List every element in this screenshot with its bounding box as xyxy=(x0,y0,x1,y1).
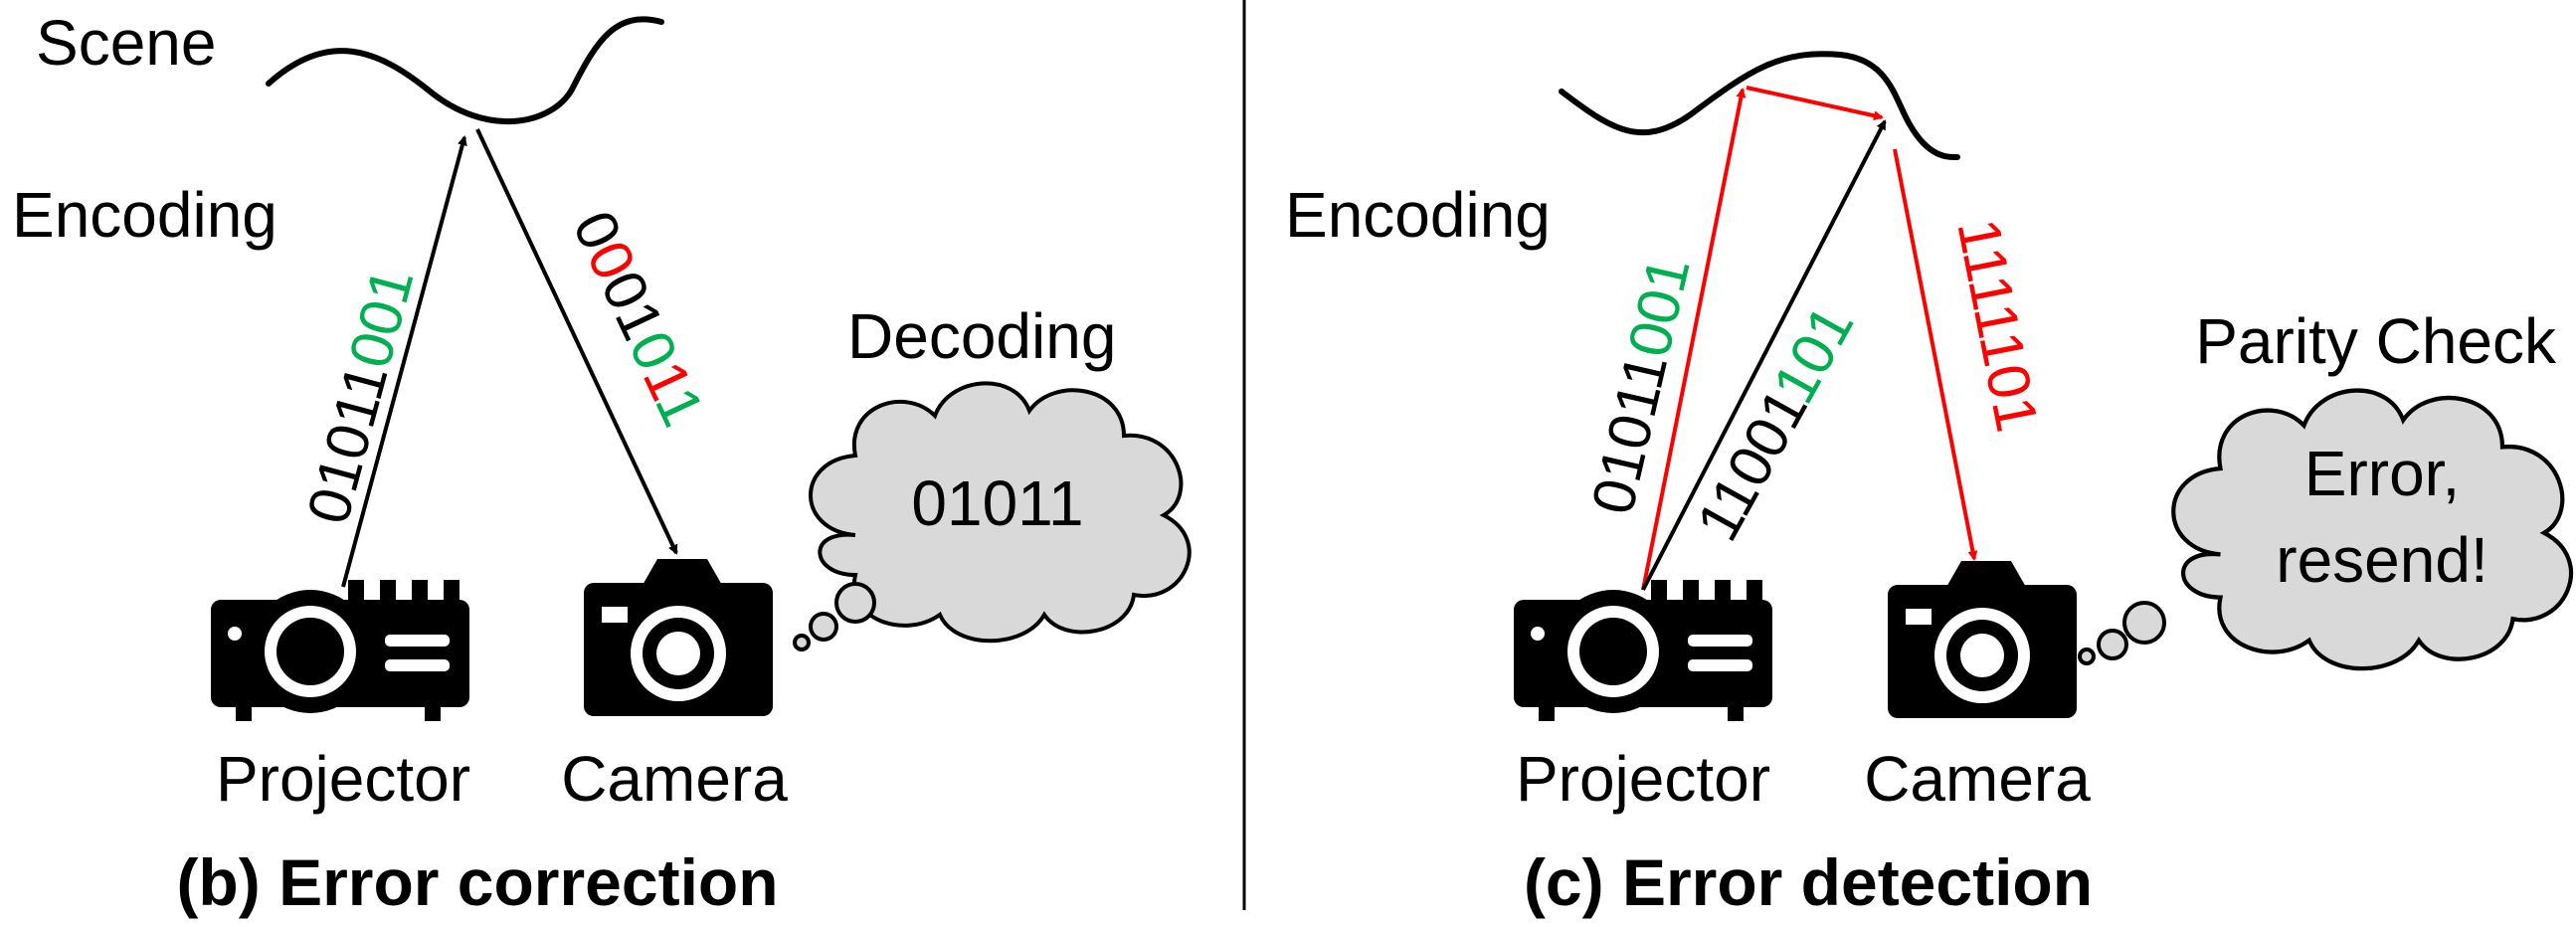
bit-group: 001 xyxy=(336,261,427,374)
projection-ray-red xyxy=(1641,88,1747,591)
projector-icon xyxy=(1514,580,1772,721)
bit-group: 11001 xyxy=(1684,380,1819,551)
bit-group: 01011 xyxy=(1578,348,1680,520)
scene-surface-b xyxy=(266,16,664,125)
captured-bits-c: 1111101 xyxy=(1944,214,2051,438)
projected-bits-b: 01011001 xyxy=(294,261,427,530)
thought-cloud-c: Error, resend! xyxy=(2078,391,2571,669)
capture-ray-b xyxy=(475,128,678,555)
scene-surface-c xyxy=(1559,51,1960,161)
inter-reflection-ray xyxy=(1746,86,1884,121)
decoding-label: Decoding xyxy=(847,300,1116,372)
bit-group: 01011 xyxy=(294,357,401,530)
capture-ray-red xyxy=(1893,148,1978,561)
projector-label-b: Projector xyxy=(216,743,470,815)
scene-label: Scene xyxy=(36,7,216,79)
decoded-value: 01011 xyxy=(911,467,1083,539)
projection-ray-b xyxy=(341,135,467,588)
camera-icon xyxy=(584,559,773,716)
parity-result-line2: resend! xyxy=(2276,524,2487,596)
bit-group: 001 xyxy=(1615,251,1703,363)
parity-check-label: Parity Check xyxy=(2195,305,2557,377)
camera-icon xyxy=(1888,561,2077,718)
encoding-label-c: Encoding xyxy=(1285,179,1551,251)
camera-label-c: Camera xyxy=(1864,743,2091,815)
projection-ray-black xyxy=(1641,119,1887,591)
caption-b: (b) Error correction xyxy=(176,845,778,919)
bit-group: 1111101 xyxy=(1944,214,2051,438)
projector-icon xyxy=(211,580,469,721)
panel-b: Scene Encoding Decoding 01011001 0001011… xyxy=(12,7,1192,919)
parity-result-line1: Error, xyxy=(2304,438,2460,509)
panel-c: Encoding Parity Check 01011001 11001101 … xyxy=(1285,51,2571,919)
captured-bits-b: 0001011 xyxy=(560,201,717,436)
caption-c: (c) Error detection xyxy=(1524,845,2093,919)
projector-label-c: Projector xyxy=(1516,743,1770,815)
camera-label-b: Camera xyxy=(561,743,788,815)
encoding-label-b: Encoding xyxy=(12,179,277,251)
thought-cloud-b: 01011 xyxy=(793,381,1192,651)
